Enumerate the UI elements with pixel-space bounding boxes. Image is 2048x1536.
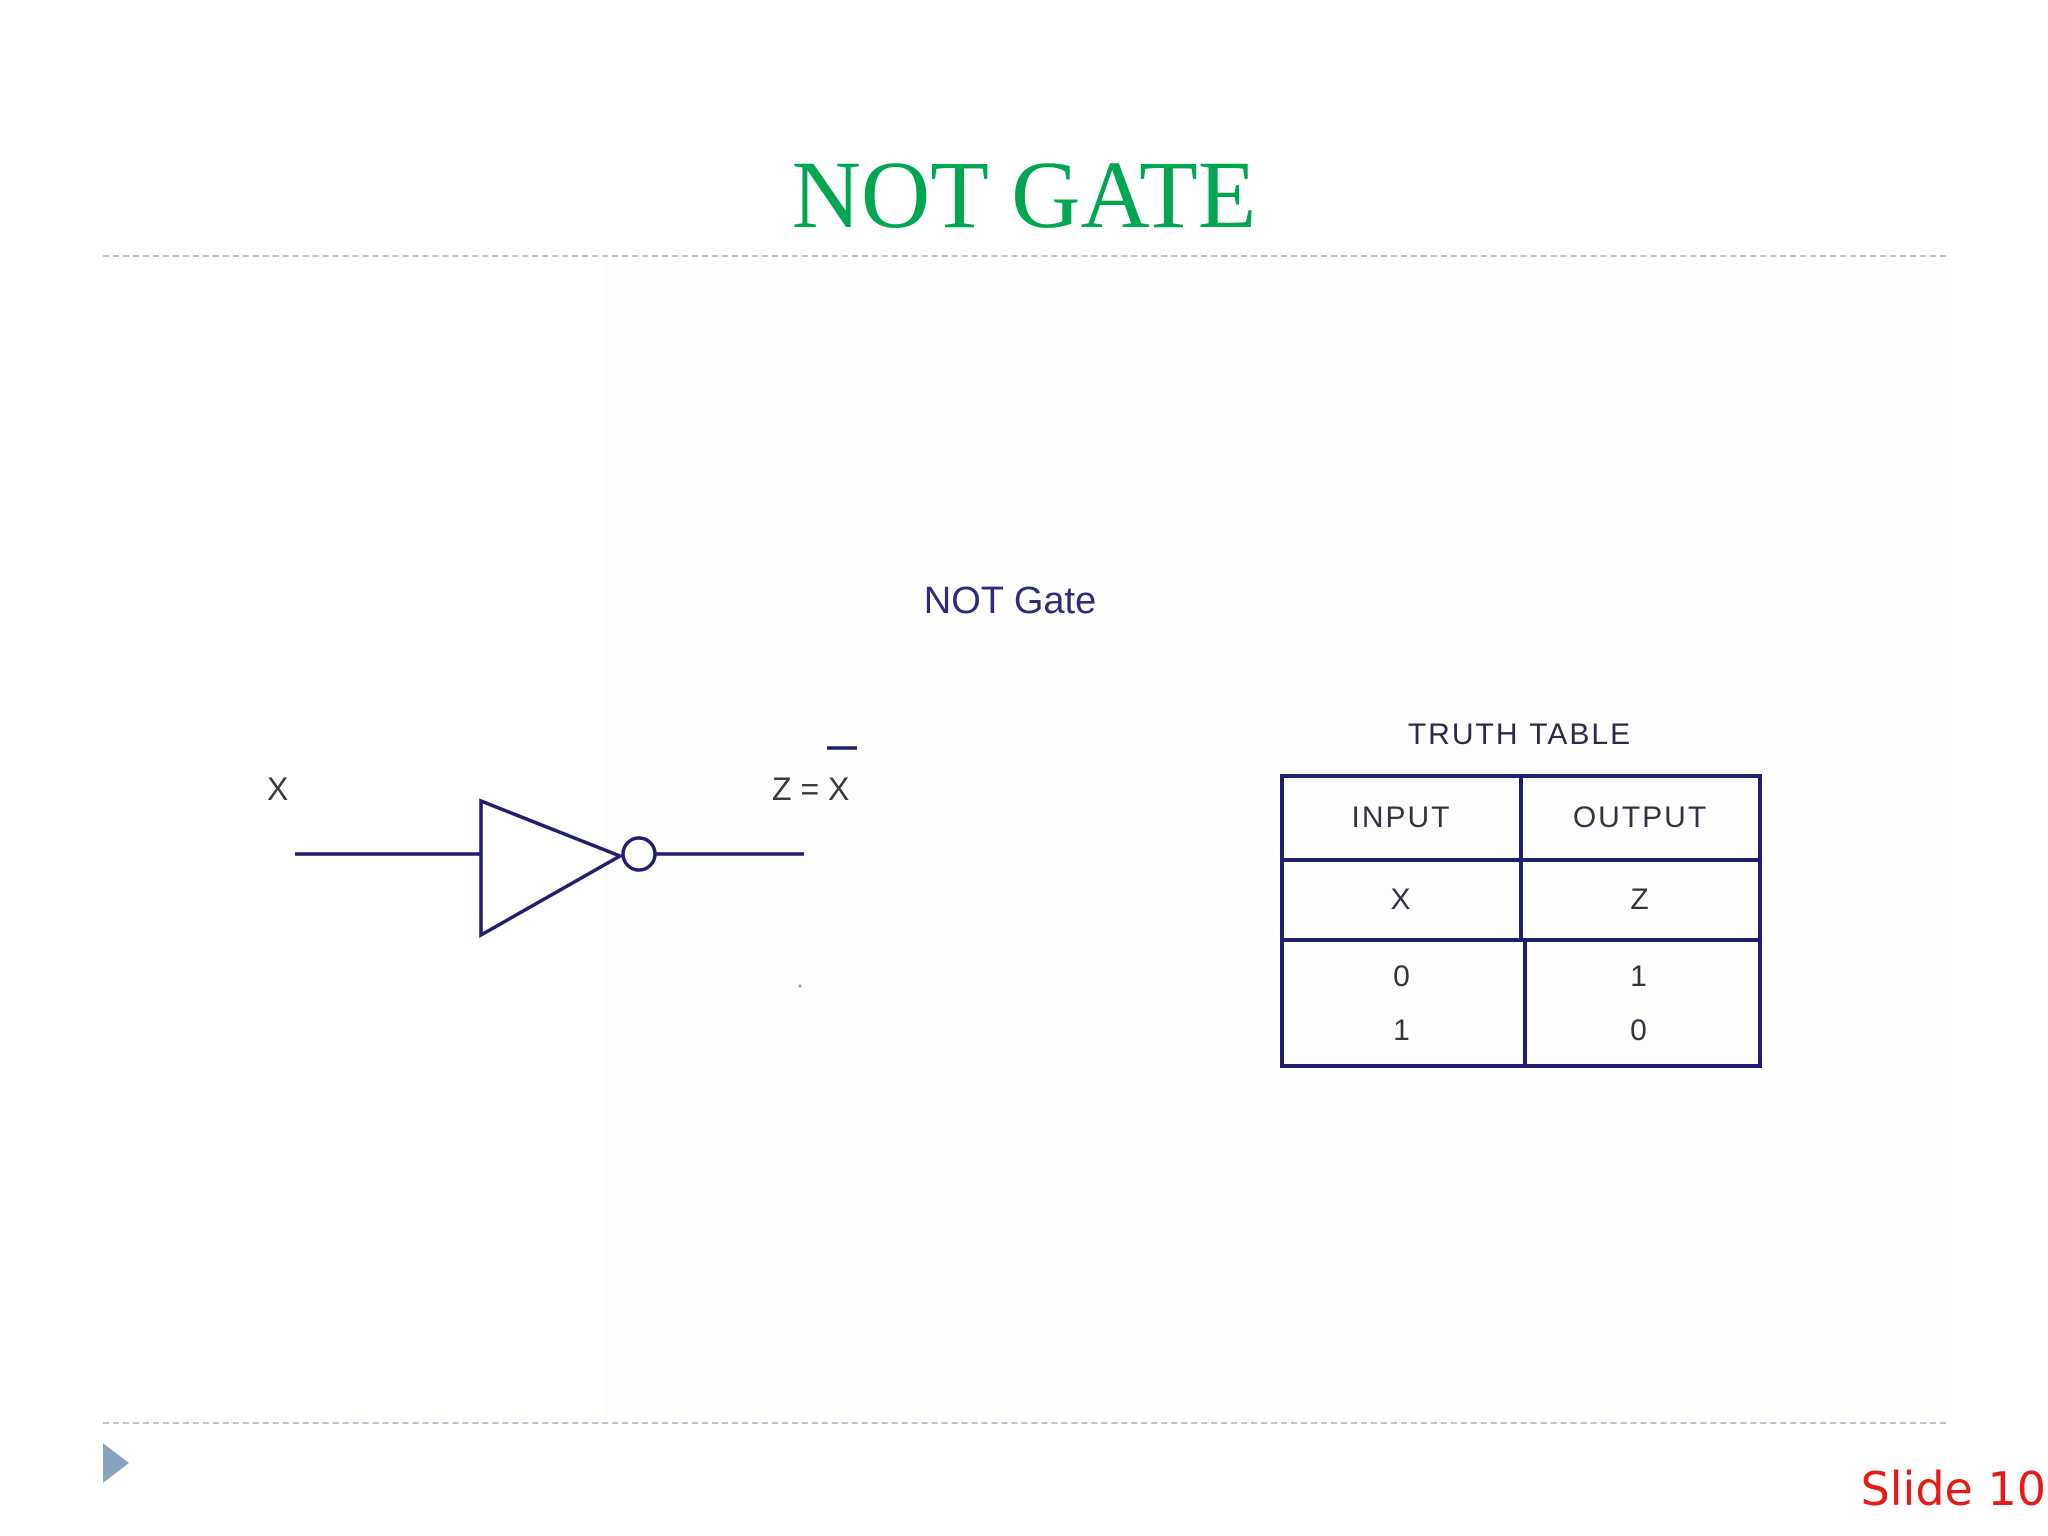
output-label: Z = X bbox=[772, 771, 849, 807]
cell-output: 1 bbox=[1630, 960, 1649, 993]
slide-title: NOT GATE bbox=[791, 141, 1257, 248]
triangle-bullet-icon bbox=[103, 1443, 129, 1483]
top-divider bbox=[103, 255, 1946, 257]
not-gate-symbol bbox=[479, 798, 625, 939]
cell-input: 1 bbox=[1393, 1014, 1412, 1047]
header-output: OUTPUT bbox=[1572, 801, 1709, 834]
cell-input: 0 bbox=[1393, 960, 1412, 993]
inversion-bubble bbox=[621, 836, 657, 872]
slide-number: Slide 10 bbox=[1860, 1462, 2046, 1516]
truth-table-caption: TRUTH TABLE bbox=[1407, 718, 1633, 751]
table-row: 1 0 bbox=[1284, 1004, 1758, 1058]
table-subheader-row: X Z bbox=[1284, 862, 1758, 942]
table-row: 0 1 bbox=[1284, 950, 1758, 1004]
output-label-prefix: Z = bbox=[772, 771, 828, 807]
column-divider bbox=[1523, 938, 1527, 1068]
stray-dot bbox=[798, 984, 802, 988]
content-panel bbox=[605, 265, 1950, 1415]
bottom-divider bbox=[103, 1422, 1946, 1424]
subheader-z: Z bbox=[1630, 883, 1651, 916]
output-label-var: X bbox=[828, 771, 849, 807]
table-header-row: INPUT OUTPUT bbox=[1284, 778, 1758, 862]
input-label: X bbox=[267, 771, 288, 807]
diagram-title: NOT Gate bbox=[923, 580, 1097, 622]
cell-output: 0 bbox=[1630, 1014, 1649, 1047]
subheader-x: X bbox=[1284, 862, 1523, 938]
header-input: INPUT bbox=[1284, 778, 1523, 858]
truth-table: INPUT OUTPUT X Z 0 1 1 0 bbox=[1280, 774, 1762, 1068]
